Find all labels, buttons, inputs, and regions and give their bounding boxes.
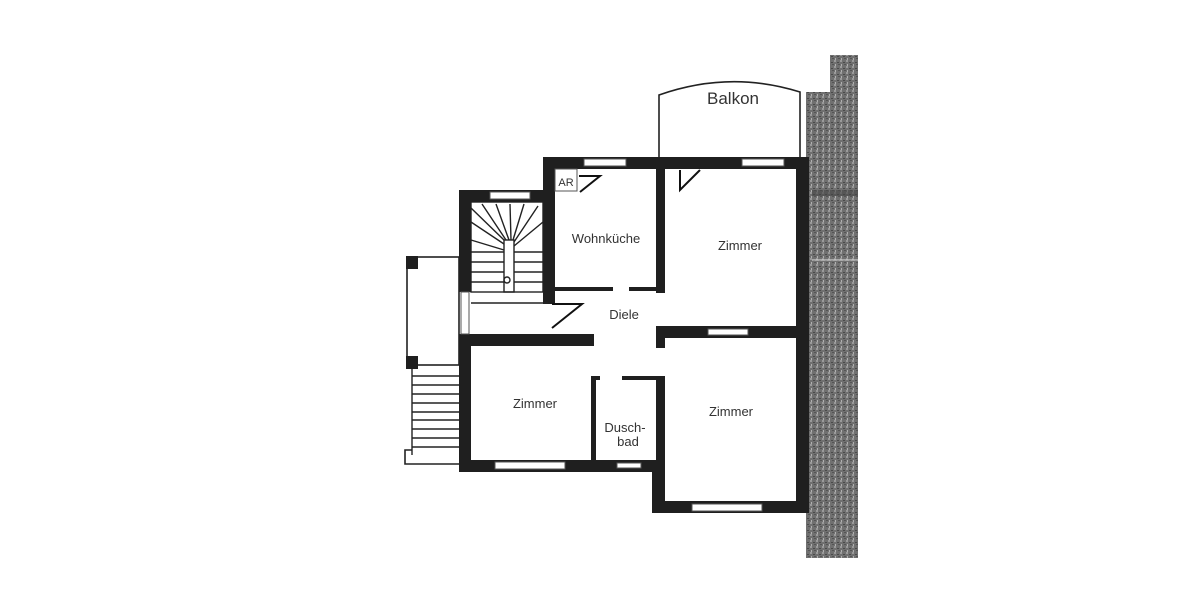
room-label-zimmer-sw: Zimmer	[513, 396, 558, 411]
walls	[459, 157, 809, 513]
room-label-zimmer-se: Zimmer	[709, 404, 754, 419]
room-label-ar: AR	[558, 177, 573, 189]
room-label-wohnkueche: Wohnküche	[572, 231, 640, 246]
room-label-balkon: Balkon	[707, 89, 759, 108]
ar-closet	[554, 168, 578, 192]
door-swings	[551, 169, 701, 329]
neighbor-building	[806, 55, 858, 558]
balcony	[658, 80, 801, 158]
entrance-stairs	[404, 256, 548, 465]
staircase	[470, 201, 544, 293]
room-label-duschbad-2: bad	[617, 434, 639, 449]
room-label-diele: Diele	[609, 307, 639, 322]
room-label-duschbad-1: Dusch-	[604, 420, 645, 435]
windows	[460, 158, 785, 512]
room-label-zimmer-ne: Zimmer	[718, 238, 763, 253]
